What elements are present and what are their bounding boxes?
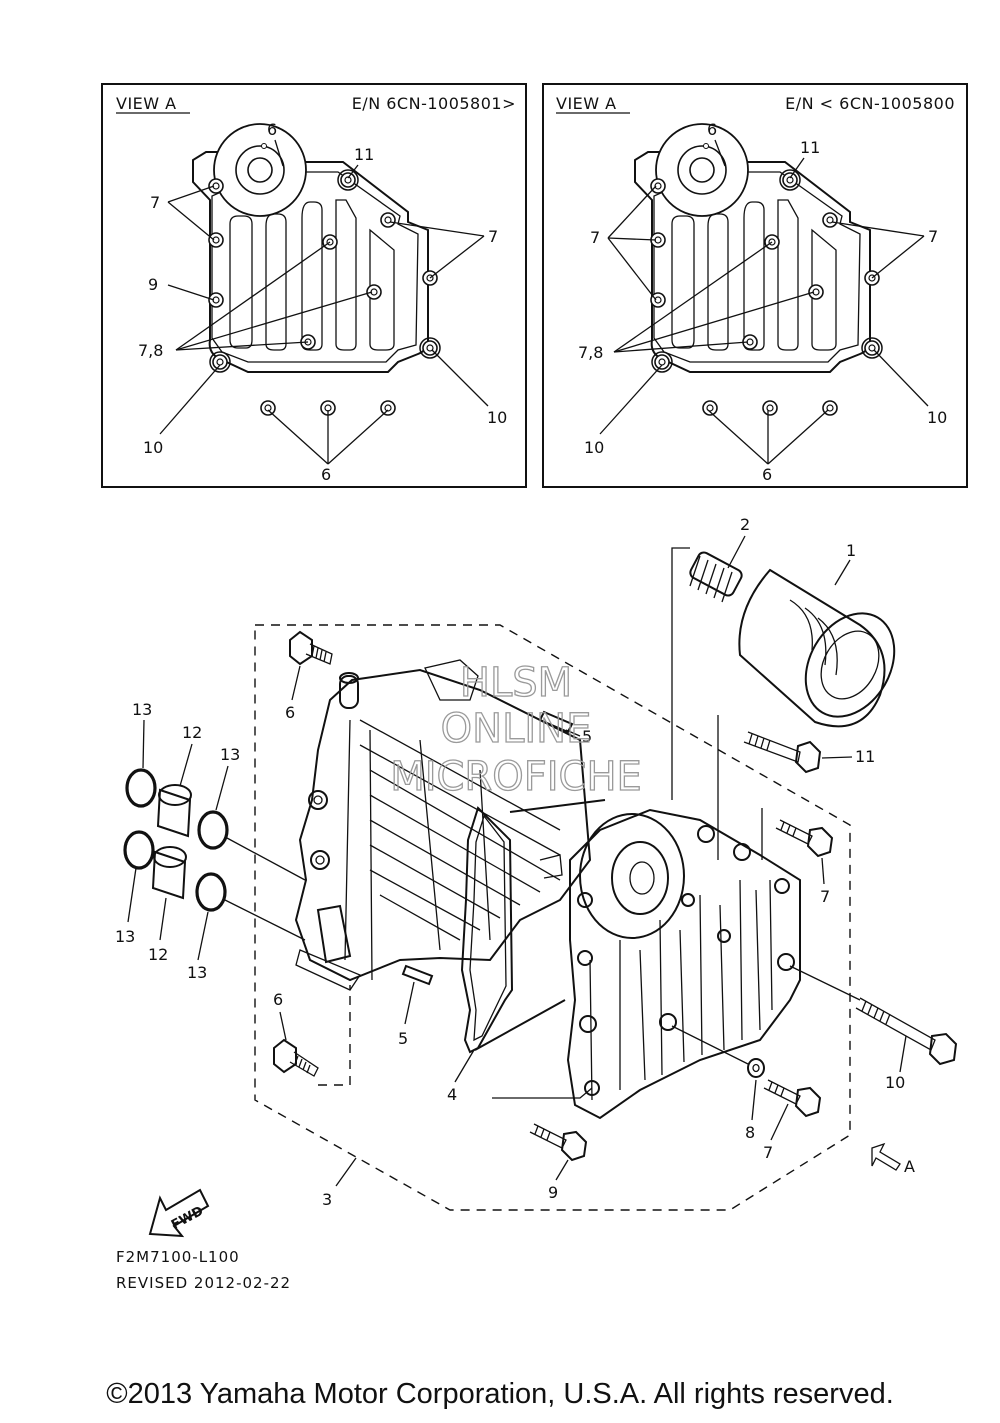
watermark-line-1: HLSM	[460, 660, 572, 706]
part-10-label: 10	[885, 1073, 905, 1092]
part-4-label: 4	[447, 1085, 457, 1104]
washer	[747, 1058, 765, 1078]
part-13-label: 13	[132, 700, 152, 719]
part-2-label: 2	[740, 515, 750, 534]
view-a-right-panel: VIEW A E/N < 6CN-1005800 6 11 7 7 7,8 10…	[542, 83, 968, 488]
view-direction-label: A	[904, 1157, 915, 1176]
view-a-right-engine-number: E/N < 6CN-1005800	[785, 94, 955, 113]
dowel-pin	[538, 710, 574, 734]
callout-7: 7	[150, 193, 160, 212]
part-7-label: 7	[763, 1143, 773, 1162]
bolt	[763, 1079, 822, 1118]
callout-7-8: 7,8	[138, 341, 163, 360]
callout-10: 10	[584, 438, 604, 457]
part-6-label: 6	[273, 990, 283, 1009]
callout-6: 6	[321, 465, 331, 484]
part-13-label: 13	[115, 927, 135, 946]
part-7-label: 7	[820, 887, 830, 906]
callout-7: 7	[488, 227, 498, 246]
view-direction-arrow	[871, 1142, 901, 1171]
part-8-label: 8	[745, 1123, 755, 1142]
part-5-label: 5	[582, 727, 592, 746]
bolt	[855, 997, 958, 1066]
callout-10: 10	[927, 408, 947, 427]
callout-10: 10	[487, 408, 507, 427]
callout-7: 7	[928, 227, 938, 246]
callout-6: 6	[707, 120, 717, 139]
callout-11: 11	[354, 145, 374, 164]
callout-6: 6	[267, 120, 277, 139]
part-13-label: 13	[220, 745, 240, 764]
threaded-stud	[689, 551, 743, 603]
view-a-left-engine-number: E/N 6CN-1005801>	[352, 94, 516, 113]
gasket	[460, 806, 514, 1054]
callout-7: 7	[590, 228, 600, 247]
part-5-label: 5	[398, 1029, 408, 1048]
collar	[151, 846, 187, 900]
callout-6: 6	[762, 465, 772, 484]
bolt	[529, 1123, 588, 1162]
part-6-label: 6	[285, 703, 295, 722]
view-a-right-title: VIEW A	[556, 94, 617, 113]
oil-filter	[738, 568, 896, 728]
callout-10: 10	[143, 438, 163, 457]
fwd-label: FWD	[169, 1204, 206, 1233]
figure-code: F2M7100-L100	[116, 1248, 240, 1266]
part-11-label: 11	[855, 747, 875, 766]
forward-direction-arrow: FWD	[148, 1188, 210, 1238]
bolt	[743, 731, 822, 774]
bolt	[273, 1038, 319, 1077]
watermark-line-3: MICROFICHE	[390, 754, 642, 800]
o-ring	[125, 768, 157, 808]
oil-cooler-housing	[294, 659, 592, 991]
part-12-label: 12	[148, 945, 168, 964]
o-ring	[197, 810, 229, 850]
revised-date: REVISED 2012-02-22	[116, 1274, 291, 1292]
collar	[156, 784, 192, 838]
part-3-label: 3	[322, 1190, 332, 1209]
callout-9: 9	[148, 275, 158, 294]
part-12-label: 12	[182, 723, 202, 742]
part-13-label: 13	[187, 963, 207, 982]
bolt	[289, 630, 333, 666]
exploded-view: 1 2 13 12 13 13 12	[115, 515, 958, 1238]
o-ring	[123, 830, 155, 870]
callout-7-8: 7,8	[578, 343, 603, 362]
oil-cooler-cover	[566, 808, 801, 1120]
bolt	[775, 819, 834, 858]
view-a-left-panel: VIEW A E/N 6CN-1005801> 6 11 7 7 9 7,8 1…	[101, 83, 527, 488]
watermark-line-2: ONLINE	[441, 706, 592, 752]
assembly-boundary	[254, 624, 851, 1211]
o-ring	[195, 872, 227, 912]
view-a-left-title: VIEW A	[116, 94, 177, 113]
dowel-pin	[401, 964, 434, 986]
copyright-notice: ©2013 Yamaha Motor Corporation, U.S.A. A…	[106, 1378, 894, 1410]
part-1-label: 1	[846, 541, 856, 560]
part-9-label: 9	[548, 1183, 558, 1202]
watermark: HLSM ONLINE MICROFICHE	[390, 659, 643, 800]
callout-11: 11	[800, 138, 820, 157]
